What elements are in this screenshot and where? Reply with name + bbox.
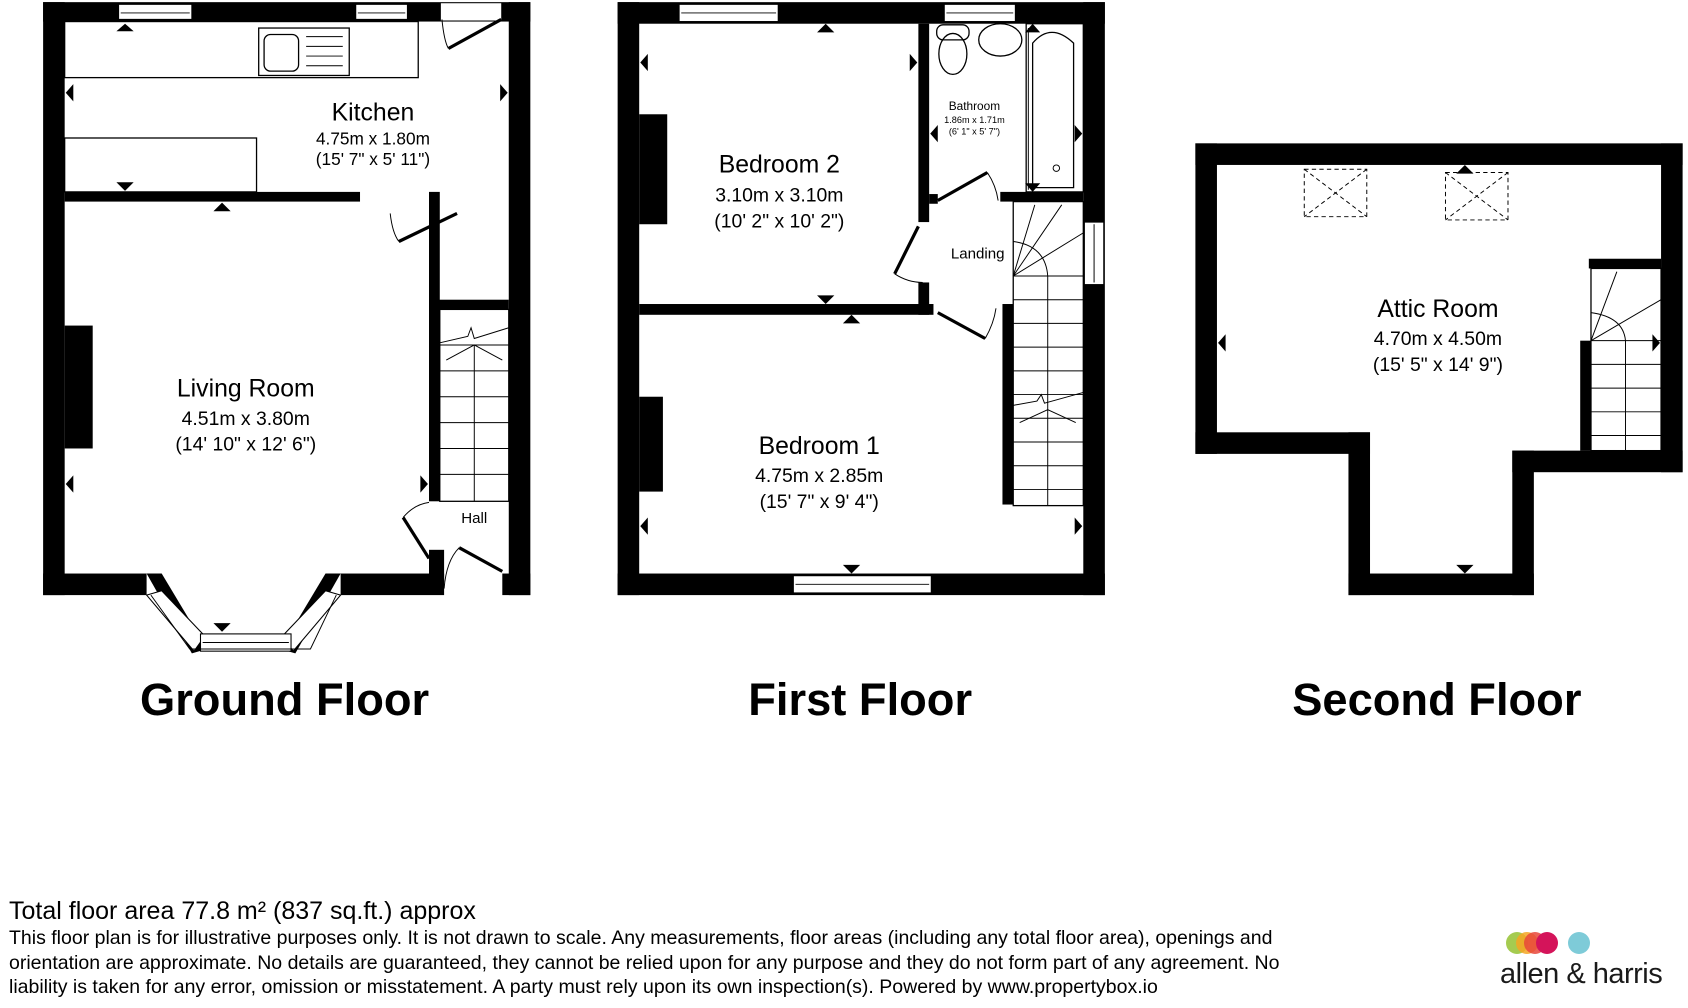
room-name-bathroom: Bathroom [949,99,1000,113]
room-metric-bathroom: 1.86m x 1.71m [944,115,1005,125]
staircase [439,308,510,502]
bath-icon [1025,23,1084,193]
door [398,212,458,243]
room-metric-living-room: 4.51m x 3.80m [182,408,310,430]
wall [429,299,509,310]
room-imperial-living-room: (14' 10" x 12' 6") [175,434,316,456]
wall [502,573,531,596]
wall [929,194,938,204]
wall [1661,143,1683,473]
chimney-breast [639,396,663,492]
wall [1195,432,1371,454]
wall [340,573,445,596]
room-name-bedroom-1: Bedroom 1 [759,433,880,460]
footer: Total floor area 77.8 m² (837 sq.ft.) ap… [9,896,1429,1000]
basin-icon [978,23,1023,57]
room-name-bedroom-2: Bedroom 2 [719,151,840,178]
wall [1000,191,1084,202]
room-name-attic-room: Attic Room [1377,296,1498,323]
wall [429,309,440,502]
worktop [64,20,419,79]
room-metric-bedroom-1: 4.75m x 2.85m [755,465,883,487]
logo-dots-icon [1500,932,1680,956]
wall [617,2,640,596]
wall [1195,143,1683,165]
wall [639,304,934,315]
disclaimer-line: orientation are approximate. No details … [9,951,1280,974]
room-name-kitchen: Kitchen [332,100,415,127]
wall [429,191,440,311]
room-name-landing: Landing [951,246,1005,263]
wall [1002,304,1014,505]
logo-text: allen & harris [1500,958,1663,990]
room-name-living-room: Living Room [177,376,315,403]
room-imperial-attic-room: (15' 5" x 14' 9") [1373,354,1503,376]
worktop [64,137,258,193]
chimney-breast [639,114,668,225]
wall [1512,450,1534,596]
wall [1512,450,1683,473]
room-imperial-bathroom: (6' 1" x 5' 7") [949,127,1000,137]
wall [1588,258,1662,269]
wall [43,573,147,596]
bay-window [145,573,342,654]
door [893,225,920,275]
floor-label-first: First Floor [748,674,972,725]
room-metric-kitchen: 4.75m x 1.80m [316,128,430,148]
first-floor-plan: Bedroom 2 3.10m x 3.10m (10' 2" x 10' 2"… [617,2,1105,596]
room-imperial-bedroom-1: (15' 7" x 9' 4") [760,491,879,513]
wall [508,2,531,596]
wall [43,2,65,596]
disclaimer-line: liability is taken for any error, omissi… [9,976,1158,998]
logo-dot [1568,932,1590,954]
wall [64,191,361,202]
door [447,17,503,50]
floor-label-ground: Ground Floor [140,674,429,725]
wall [1580,340,1591,451]
staircase [1012,200,1084,507]
window [118,3,193,20]
wall [918,23,930,223]
disclaimer-line: This floor plan is for illustrative purp… [9,927,1273,949]
sink-icon [258,27,350,77]
chimney-breast [64,325,93,449]
staircase [1590,267,1662,452]
logo-dot [1536,932,1558,954]
skylight-icon [1303,168,1368,218]
brand-logo: allen & harris [1500,932,1680,1002]
wall [429,549,445,583]
window [355,3,408,20]
door [401,516,431,560]
room-name-hall: Hall [461,510,487,527]
room-imperial-kitchen: (15' 7" x 5' 11") [316,149,430,169]
second-floor-plan: Attic Room 4.70m x 4.50m (15' 5" x 14' 9… [1195,143,1683,596]
room-metric-attic-room: 4.70m x 4.50m [1374,328,1502,350]
toilet-icon [936,24,970,76]
room-metric-bedroom-2: 3.10m x 3.10m [715,185,843,207]
wall [918,282,930,315]
room-imperial-bedroom-2: (10' 2" x 10' 2") [714,210,844,232]
floor-label-second: Second Floor [1292,674,1581,725]
wall [1195,143,1217,454]
ground-floor-plan: Kitchen 4.75m x 1.80m (15' 7" x 5' 11") … [43,2,531,654]
skylight-icon [1444,172,1509,221]
total-floor-area: Total floor area 77.8 m² (837 sq.ft.) ap… [9,897,476,925]
wall [1083,2,1105,596]
door [936,171,989,202]
door [937,311,986,340]
front-door [458,546,504,573]
wall [1348,573,1534,596]
wall [1348,432,1371,596]
